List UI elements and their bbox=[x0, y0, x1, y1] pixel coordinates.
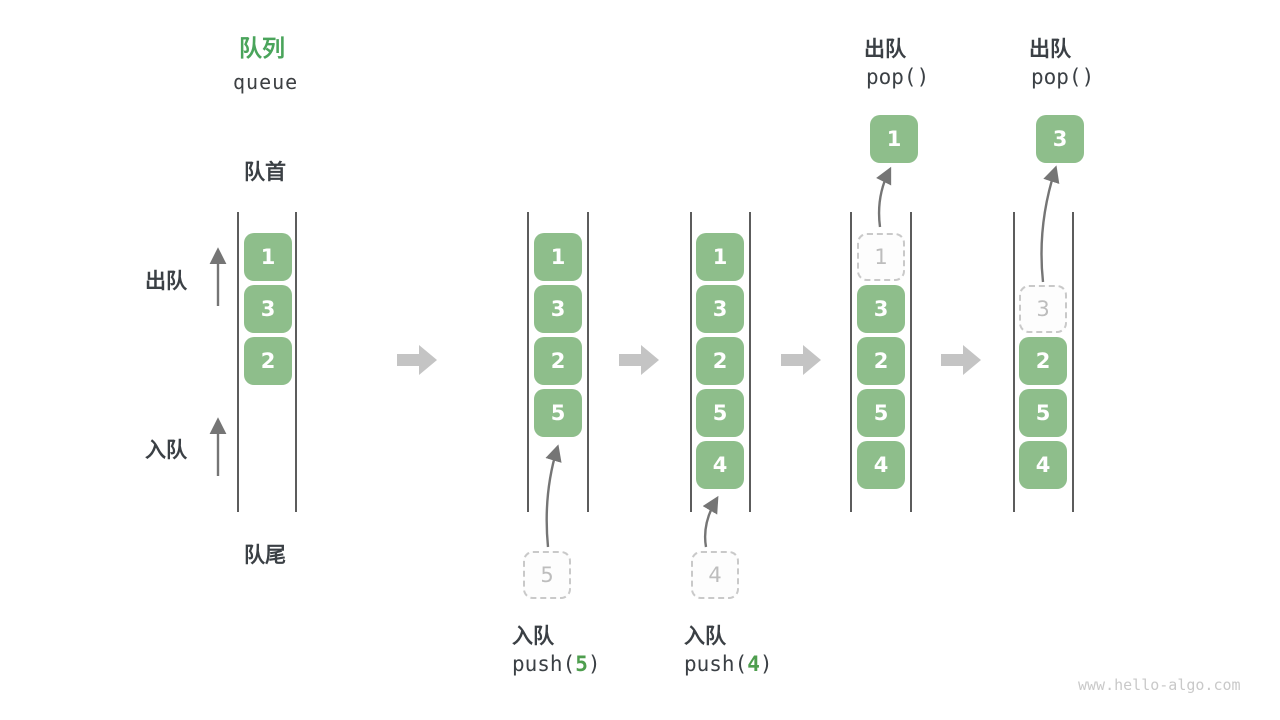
queue-item: 2 bbox=[1019, 337, 1067, 385]
queue-wall bbox=[850, 212, 852, 512]
queue-wall bbox=[1072, 212, 1074, 512]
pop1-function-call: pop() bbox=[866, 65, 930, 89]
queue-item: 4 bbox=[857, 441, 905, 489]
state-transition-arrow-icon bbox=[619, 345, 659, 375]
queue-item: 3 bbox=[857, 285, 905, 333]
label-queue-front: 队首 bbox=[244, 160, 286, 184]
queue-item: 5 bbox=[857, 389, 905, 437]
state-transition-arrow-icon bbox=[941, 345, 981, 375]
label-dequeue-side: 出队 bbox=[145, 269, 187, 293]
state-transition-arrow-icon bbox=[781, 345, 821, 375]
queue-item: 2 bbox=[857, 337, 905, 385]
pop1-operation-label: 出队 bbox=[864, 37, 906, 61]
diagram-title-zh: 队列 bbox=[239, 36, 285, 62]
incoming-item-ghost: 5 bbox=[523, 551, 571, 599]
queue-item: 1 bbox=[696, 233, 744, 281]
push4-operation-label: 入队 bbox=[684, 624, 726, 648]
queue-wall bbox=[690, 212, 692, 512]
queue-wall bbox=[295, 212, 297, 512]
queue-item: 3 bbox=[696, 285, 744, 333]
label-enqueue-side: 入队 bbox=[145, 438, 187, 462]
queue-item: 4 bbox=[696, 441, 744, 489]
removed-item-ghost: 3 bbox=[1019, 285, 1067, 333]
watermark: www.hello-algo.com bbox=[1078, 676, 1241, 694]
push4-function-call: push(4) bbox=[684, 652, 773, 676]
queue-wall bbox=[527, 212, 529, 512]
label-queue-rear: 队尾 bbox=[244, 543, 286, 567]
diagram-title-en: queue bbox=[233, 70, 299, 94]
pop3-operation-label: 出队 bbox=[1029, 37, 1071, 61]
queue-item: 4 bbox=[1019, 441, 1067, 489]
pop1-remove-arrow-icon bbox=[876, 166, 892, 228]
push4-insert-arrow-icon bbox=[702, 495, 719, 548]
queue-item: 2 bbox=[244, 337, 292, 385]
incoming-item-ghost: 4 bbox=[691, 551, 739, 599]
queue-wall bbox=[910, 212, 912, 512]
popped-item: 3 bbox=[1036, 115, 1084, 163]
queue-item: 2 bbox=[696, 337, 744, 385]
queue-item: 5 bbox=[696, 389, 744, 437]
push4-fn-arg: 4 bbox=[747, 652, 760, 676]
queue-wall bbox=[749, 212, 751, 512]
pop3-function-call: pop() bbox=[1031, 65, 1095, 89]
push5-fn-prefix: push( bbox=[512, 652, 576, 676]
queue-item: 5 bbox=[534, 389, 582, 437]
push4-fn-prefix: push( bbox=[684, 652, 748, 676]
removed-item-ghost: 1 bbox=[857, 233, 905, 281]
queue-item: 3 bbox=[244, 285, 292, 333]
popped-item: 1 bbox=[870, 115, 918, 163]
queue-item: 5 bbox=[1019, 389, 1067, 437]
push5-fn-suffix: ) bbox=[587, 652, 601, 676]
queue-item: 3 bbox=[534, 285, 582, 333]
queue-item: 1 bbox=[244, 233, 292, 281]
queue-wall bbox=[587, 212, 589, 512]
queue-wall bbox=[237, 212, 239, 512]
state-transition-arrow-icon bbox=[397, 345, 437, 375]
push5-insert-arrow-icon bbox=[545, 444, 562, 548]
queue-wall bbox=[1013, 212, 1015, 512]
push5-function-call: push(5) bbox=[512, 652, 601, 676]
queue-item: 2 bbox=[534, 337, 582, 385]
queue-item: 1 bbox=[534, 233, 582, 281]
push4-fn-suffix: ) bbox=[759, 652, 773, 676]
push5-operation-label: 入队 bbox=[512, 624, 554, 648]
push5-fn-arg: 5 bbox=[575, 652, 588, 676]
pop3-remove-arrow-icon bbox=[1040, 165, 1060, 283]
